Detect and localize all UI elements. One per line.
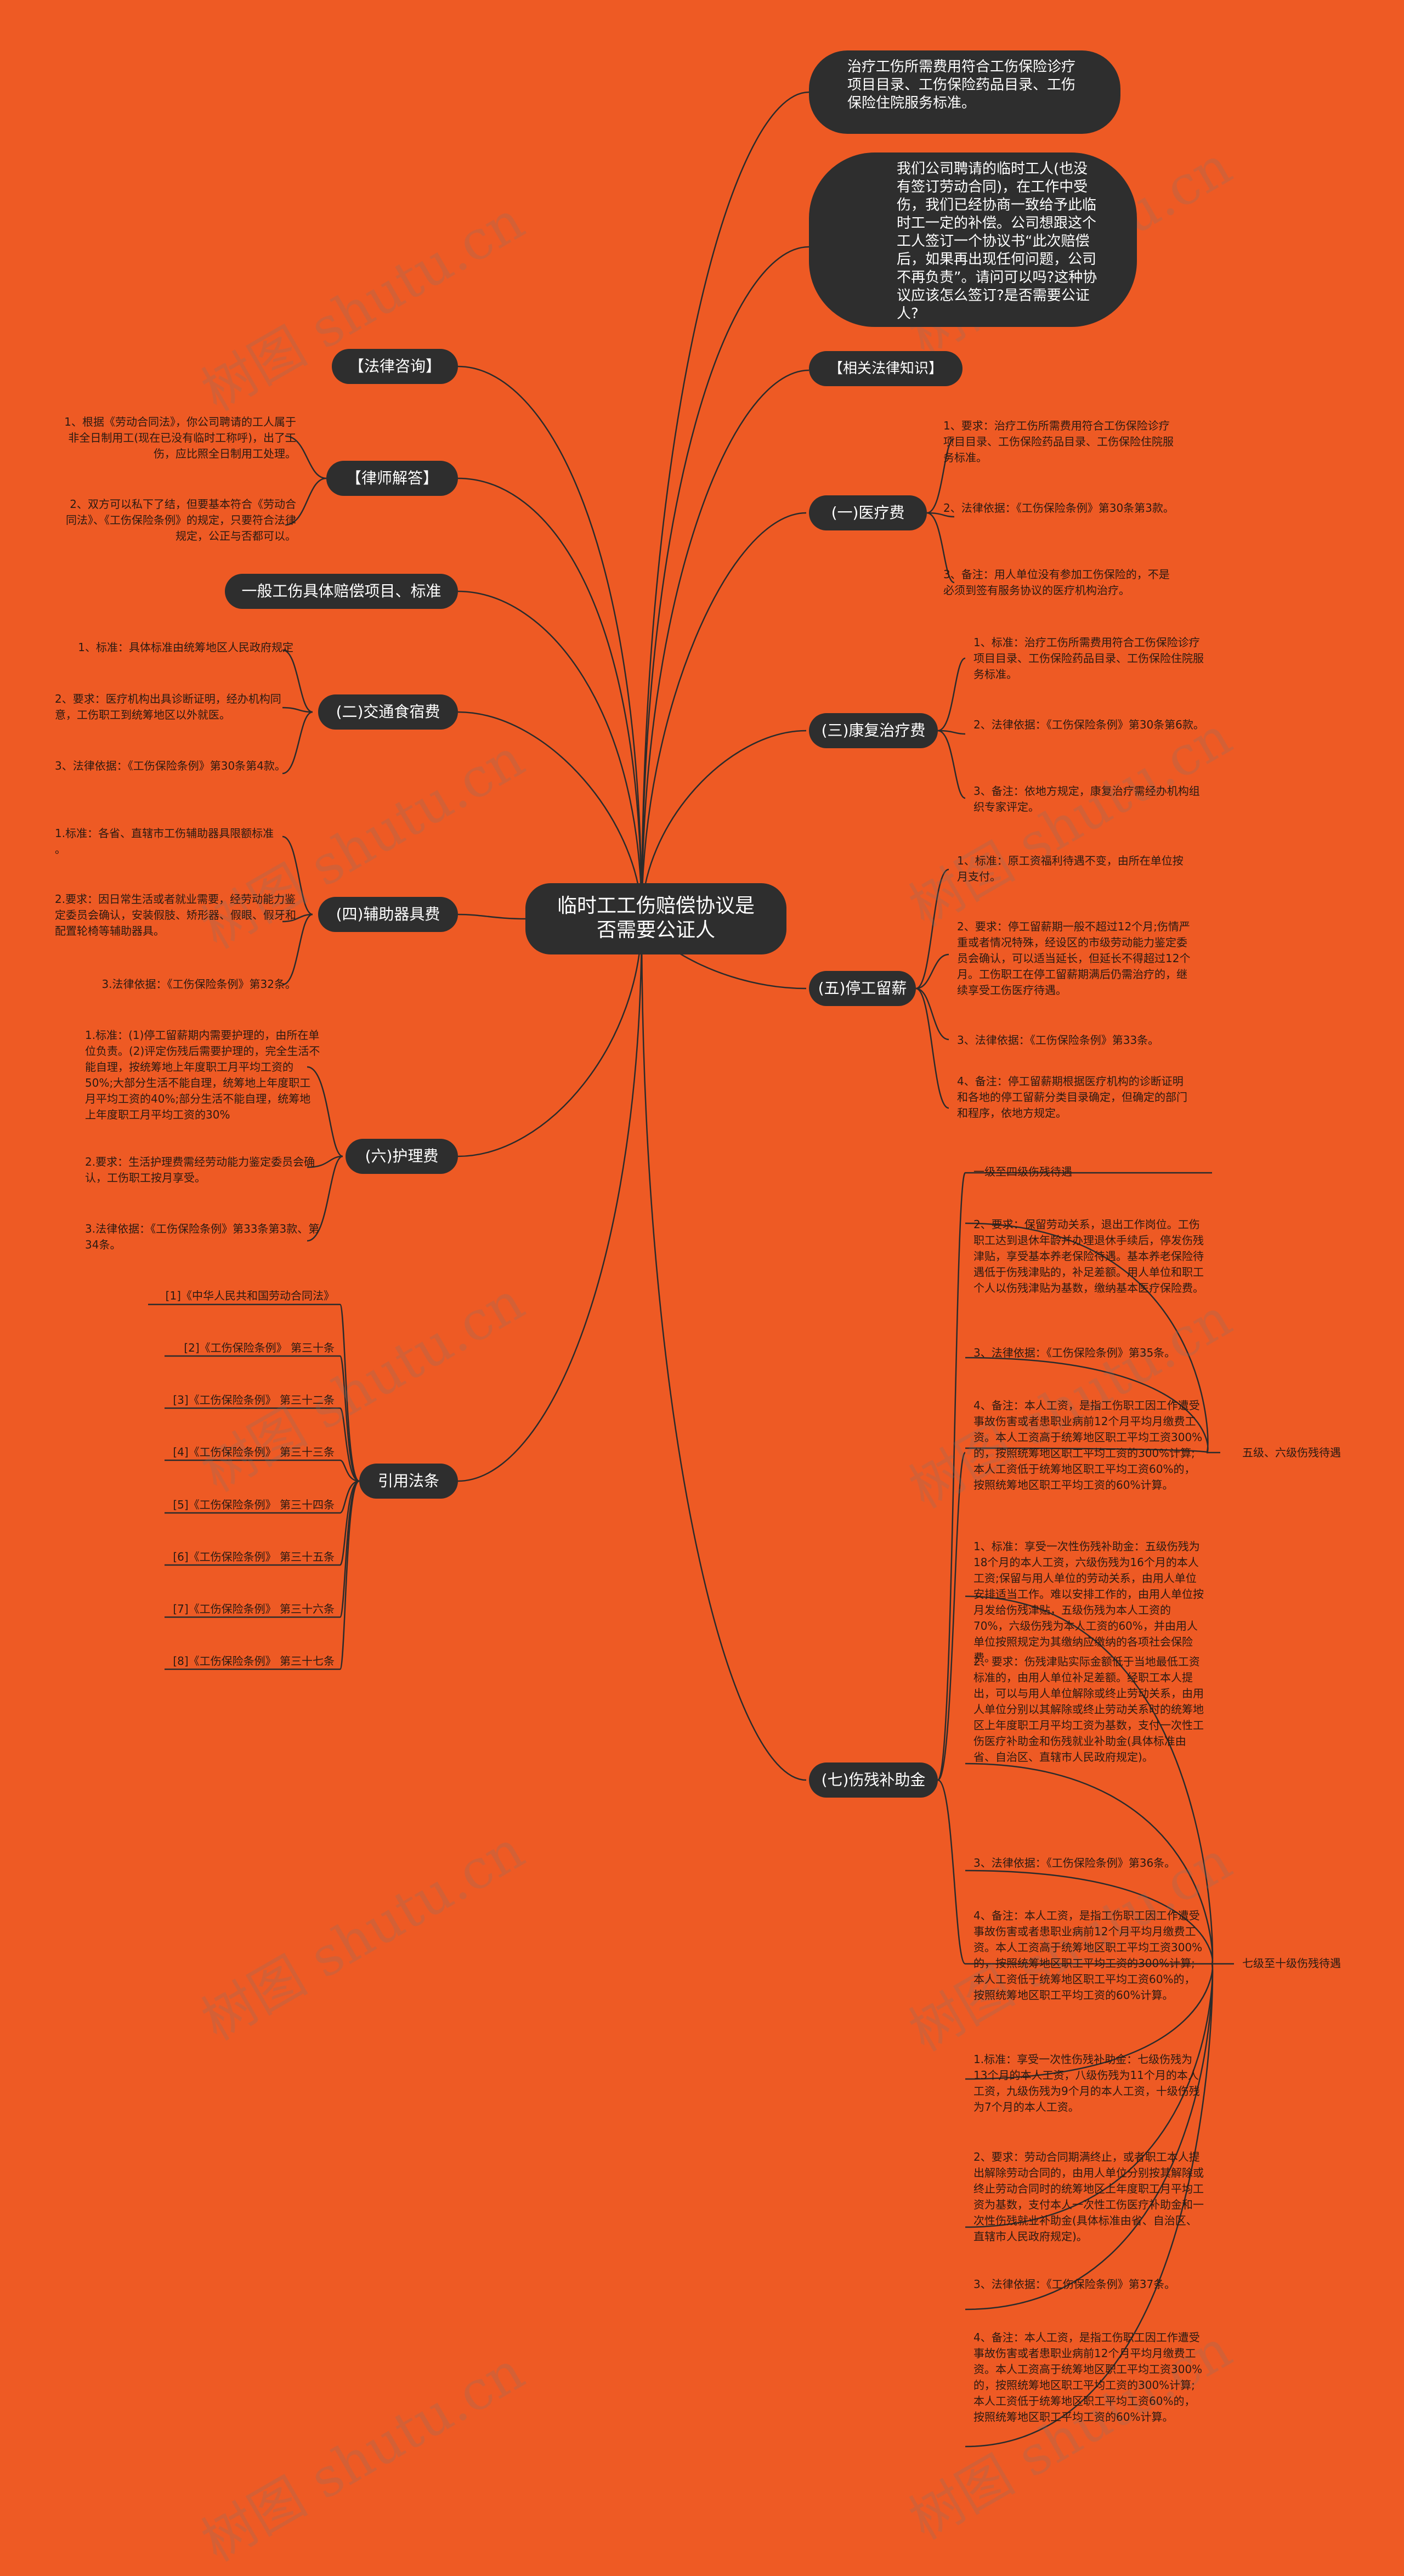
legal-consult-node[interactable]: 【法律咨询】 bbox=[332, 349, 458, 384]
leave-note-4: 4、备注：停工留薪期根据医疗机构的诊断证明和各地的停工留薪分类目录确定，但确定的… bbox=[957, 1075, 1187, 1120]
rehab-node[interactable]: (三)康复治疗费 bbox=[809, 713, 938, 748]
disability-note: 4、备注：本人工资，是指工伤职工因工作遭受事故伤害或者患职业病前12个月平均月缴… bbox=[973, 1909, 1203, 2002]
cite-item: [5]《工伤保险条例》 第三十四条 bbox=[173, 1498, 335, 1511]
disability-grade-7-10: 七级至十级伤残待遇 bbox=[1242, 1957, 1341, 1970]
link-device bbox=[457, 913, 527, 920]
medical-note-3: 3、备注：用人单位没有参加工伤保险的，不是必须到签有服务协议的医疗机构治疗。 bbox=[943, 568, 1170, 597]
transport-note-1: 1、标准：具体标准由统筹地区人民政府规定 bbox=[78, 641, 293, 654]
disability-note: 3、法律依据：《工伤保险条例》第36条。 bbox=[973, 1856, 1176, 1869]
link-question-lead bbox=[641, 91, 809, 919]
rehab-note-3: 3、备注：依地方规定，康复治疗需经办机构组织专家评定。 bbox=[973, 784, 1200, 814]
link-transport bbox=[457, 711, 643, 919]
cite-item: [3]《工伤保险条例》 第三十二条 bbox=[173, 1393, 335, 1406]
rehab-note-1: 1、标准：治疗工伤所需费用符合工伤保险诊疗项目目录、工伤保险药品目录、工伤保险住… bbox=[973, 636, 1204, 681]
link-rehab bbox=[641, 730, 807, 919]
leave-note-3: 3、法律依据：《工伤保险条例》第33条。 bbox=[957, 1033, 1159, 1047]
medical-note-1: 1、要求：治疗工伤所需费用符合工伤保险诊疗项目目录、工伤保险药品目录、工伤保险住… bbox=[943, 419, 1174, 464]
nursing-note-3: 3.法律依据：《工伤保险条例》第33条第3款、第34条。 bbox=[85, 1222, 320, 1251]
disability-note: 1、标准：享受一次性伤残补助金：五级伤残为18个月的本人工资，六级伤残为16个月… bbox=[973, 1540, 1204, 1664]
device-node[interactable]: (四)辅助器具费 bbox=[318, 897, 458, 932]
lawyer-answer-node[interactable]: 【律师解答】 bbox=[326, 461, 458, 496]
link-consult bbox=[457, 365, 643, 919]
lawyer-note-2: 2、双方可以私下了结，但要基本符合《劳动合同法》、《工伤保险条例》的规定，只要符… bbox=[66, 498, 296, 543]
medical-note-2: 2、法律依据：《工伤保险条例》第30条第3款。 bbox=[943, 501, 1174, 515]
cite-item: [7]《工伤保险条例》 第三十六条 bbox=[173, 1602, 335, 1615]
disability-note: 4、备注：本人工资，是指工伤职工因工作遭受事故伤害或者患职业病前12个月平均月缴… bbox=[973, 1399, 1203, 1492]
disability-note: 3、法律依据：《工伤保险条例》第37条。 bbox=[973, 2278, 1176, 2291]
cite-item: [1]《中华人民共和国劳动合同法》 bbox=[165, 1289, 335, 1302]
link-disability bbox=[641, 918, 807, 1781]
transport-note-2: 2、要求：医疗机构出具诊断证明，经办机构同意，工伤职工到统筹地区以外就医。 bbox=[55, 692, 281, 721]
cite-item: [8]《工伤保险条例》 第三十七条 bbox=[173, 1654, 335, 1668]
related-law-node[interactable]: 【相关法律知识】 bbox=[809, 351, 963, 386]
cite-item: [4]《工伤保险条例》 第三十三条 bbox=[173, 1445, 335, 1459]
link-related bbox=[641, 369, 809, 919]
transport-node[interactable]: (二)交通食宿费 bbox=[318, 694, 458, 730]
nursing-note-2: 2.要求：生活护理费需经劳动能力鉴定委员会确认，工伤职工按月享受。 bbox=[85, 1155, 315, 1184]
device-note-1: 1.标准：各省、直辖市工伤辅助器具限额标准 。 bbox=[55, 827, 274, 856]
nursing-node[interactable]: (六)护理费 bbox=[346, 1139, 458, 1174]
leave-note-2: 2、要求：停工留薪期一般不超过12个月;伤情严重或者情况特殊，经设区的市级劳动能… bbox=[957, 920, 1191, 997]
transport-note-3: 3、法律依据：《工伤保险条例》第30条第4款。 bbox=[55, 759, 286, 772]
general-node[interactable]: 一般工伤具体赔偿项目、标准 bbox=[225, 574, 458, 609]
rehab-note-2: 2、法律依据：《工伤保险条例》第30条第6款。 bbox=[973, 718, 1204, 731]
device-note-3: 3.法律依据：《工伤保险条例》第32条。 bbox=[101, 978, 296, 991]
leave-note-1: 1、标准：原工资福利待遇不变，由所在单位按月支付。 bbox=[957, 854, 1184, 883]
question-node[interactable]: 我们公司聘请的临时工人(也没有签订劳动合同)，在工作中受伤，我们已经协商一致给予… bbox=[809, 152, 1137, 327]
disability-note: 1.标准：享受一次性伤残补助金：七级伤残为13个月的本人工资，八级伤残为11个月… bbox=[973, 2053, 1200, 2114]
disability-note: 2、要求：保留劳动关系，退出工作岗位。工伤职工达到退休年龄并办理退休手续后，停发… bbox=[973, 1218, 1204, 1295]
disability-note: 4、备注：本人工资，是指工伤职工因工作遭受事故伤害或者患职业病前12个月平均月缴… bbox=[973, 2331, 1203, 2424]
lawyer-note-1: 1、根据《劳动合同法》，你公司聘请的工人属于非全日制用工(现在已没有临时工称呼)… bbox=[64, 415, 296, 460]
leave-node[interactable]: (五)停工留薪 bbox=[809, 971, 916, 1006]
cite-node[interactable]: 引用法条 bbox=[359, 1464, 458, 1499]
cite-item: [2]《工伤保险条例》 第三十条 bbox=[184, 1341, 335, 1354]
disability-note: 2、要求：劳动合同期满终止，或者职工本人提出解除劳动合同的，由用人单位分别按其解… bbox=[973, 2150, 1204, 2243]
link-question bbox=[641, 246, 809, 919]
link-medical bbox=[641, 512, 807, 919]
nursing-note-1: 1.标准：(1)停工留薪期内需要护理的，由所在单位负责。(2)评定伤残后需要护理… bbox=[85, 1029, 320, 1121]
question-lead-node[interactable]: 治疗工伤所需费用符合工伤保险诊疗项目目录、工伤保险药品目录、工伤保险住院服务标准… bbox=[809, 50, 1120, 134]
medical-node[interactable]: (一)医疗费 bbox=[809, 495, 927, 530]
disability-note: 3、法律依据：《工伤保险条例》第35条。 bbox=[973, 1346, 1176, 1359]
disability-grade-5-6: 五级、六级伤残待遇 bbox=[1242, 1446, 1341, 1459]
disability-node[interactable]: (七)伤残补助金 bbox=[809, 1762, 938, 1798]
link-general bbox=[457, 590, 643, 919]
link-nursing bbox=[457, 918, 643, 1157]
link-cite bbox=[457, 918, 643, 1482]
center-topic[interactable]: 临时工工伤赔偿协议是否需要公证人 bbox=[525, 883, 786, 954]
link-lawyer bbox=[457, 477, 643, 919]
disability-note: 2、要求：伤残津贴实际金额低于当地最低工资标准的，由用人单位补足差额。经职工本人… bbox=[973, 1655, 1204, 1764]
device-note-2: 2.要求：因日常生活或者就业需要，经劳动能力鉴定委员会确认，安装假肢、矫形器、假… bbox=[55, 892, 296, 937]
cite-item: [6]《工伤保险条例》 第三十五条 bbox=[173, 1550, 335, 1563]
disability-grade-1-4: 一级至四级伤残待遇 bbox=[973, 1165, 1072, 1178]
